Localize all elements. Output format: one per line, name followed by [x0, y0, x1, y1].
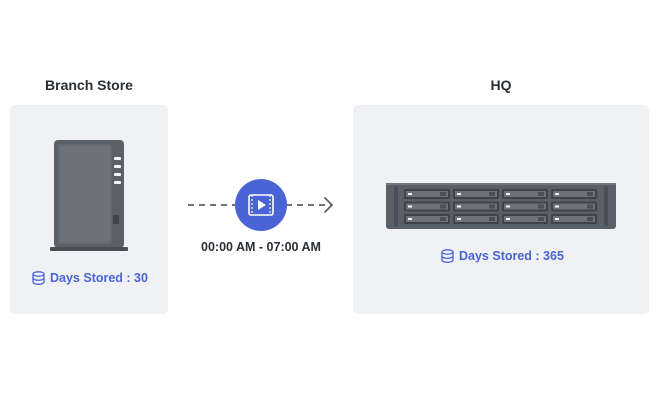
- hq-days-stored: Days Stored : 365: [441, 249, 564, 263]
- schedule-label: 00:00 AM - 07:00 AM: [201, 240, 321, 254]
- drive-bay-face: [406, 203, 448, 210]
- database-icon: [32, 271, 45, 285]
- drive-latch: [440, 192, 446, 196]
- drive-latch: [489, 204, 495, 209]
- drive-latch: [587, 192, 593, 196]
- branch-title: Branch Store: [45, 77, 133, 93]
- drive-latch: [587, 217, 593, 221]
- drive-latch: [440, 217, 446, 221]
- drive-led: [506, 193, 510, 195]
- hq-panel: Days Stored : 365: [353, 105, 649, 314]
- drive-led: [408, 205, 412, 208]
- drive-led: [457, 218, 461, 220]
- drive-latch: [538, 192, 544, 196]
- drive-led: [555, 218, 559, 220]
- desktop-nas-icon: [50, 140, 128, 251]
- database-icon: [441, 249, 454, 263]
- rackmount-nas-icon: [386, 183, 616, 229]
- drive-led: [555, 205, 559, 208]
- drive-latch: [587, 204, 593, 209]
- branch-panel: Days Stored : 30: [10, 105, 168, 314]
- drive-bay-face: [406, 216, 448, 222]
- drive-led: [408, 193, 412, 195]
- drive-latch: [440, 204, 446, 209]
- drive-led: [408, 218, 412, 220]
- drive-latch: [538, 217, 544, 221]
- branch-days-stored-label: Days Stored : 30: [50, 271, 148, 285]
- drive-latch: [489, 217, 495, 221]
- transfer-arrow: [188, 197, 333, 213]
- drive-led: [506, 205, 510, 208]
- drive-bay-face: [504, 216, 546, 222]
- drive-bay-face: [553, 203, 595, 210]
- drive-latch: [489, 192, 495, 196]
- drive-led: [457, 193, 461, 195]
- drive-bay-face: [504, 203, 546, 210]
- drive-led: [555, 193, 559, 195]
- drive-bay-face: [504, 191, 546, 197]
- drive-bay-face: [553, 191, 595, 197]
- drive-bay-face: [455, 203, 497, 210]
- drive-bay-face: [553, 216, 595, 222]
- drive-bay-face: [455, 216, 497, 222]
- hq-title: HQ: [490, 77, 512, 93]
- video-icon: [235, 179, 287, 231]
- hq-days-stored-label: Days Stored : 365: [459, 249, 564, 263]
- drive-bay-face: [406, 191, 448, 197]
- drive-latch: [538, 204, 544, 209]
- branch-days-stored: Days Stored : 30: [32, 271, 148, 285]
- drive-led: [506, 218, 510, 220]
- drive-led: [457, 205, 461, 208]
- drive-bay-face: [455, 191, 497, 197]
